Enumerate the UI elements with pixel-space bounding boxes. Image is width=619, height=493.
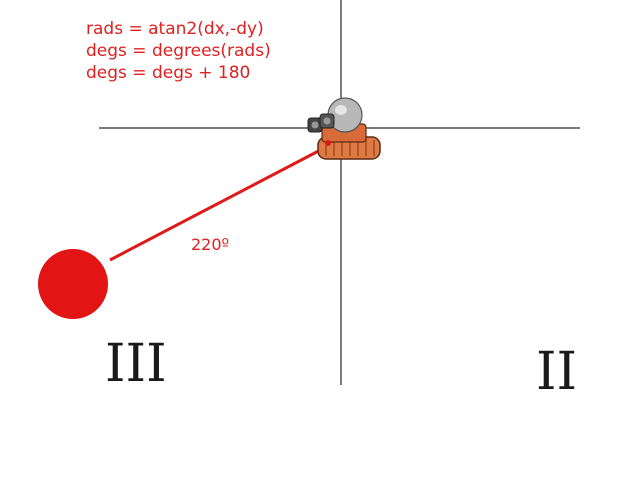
angle-label: 220º bbox=[191, 235, 230, 254]
formula-line-2: degs = degrees(rads) bbox=[86, 41, 271, 61]
laser-line bbox=[109, 143, 331, 262]
formula-line-1: rads = atan2(dx,-dy) bbox=[86, 19, 264, 39]
formula-line-3: degs = degs + 180 bbox=[86, 63, 251, 83]
target-dot bbox=[38, 249, 108, 319]
quadrant-label-right: II bbox=[536, 342, 578, 402]
robot-tank-icon bbox=[307, 97, 381, 160]
quadrant-label-left: III bbox=[105, 334, 167, 394]
